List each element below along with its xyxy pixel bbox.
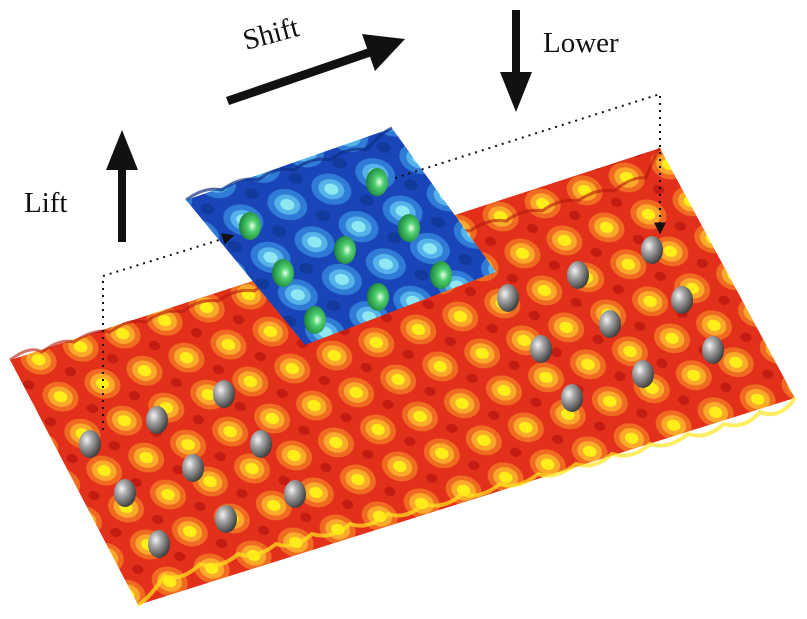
- gray-atom: [79, 430, 101, 458]
- gray-atom: [497, 284, 519, 312]
- gray-atoms: [79, 236, 724, 558]
- gray-atom: [671, 286, 693, 314]
- gray-atom: [148, 530, 170, 558]
- gray-atom: [250, 430, 272, 458]
- green-atom: [367, 283, 389, 311]
- gray-atom: [114, 479, 136, 507]
- gray-atom: [182, 454, 204, 482]
- lower-label: Lower: [543, 27, 619, 59]
- gray-atom: [632, 360, 654, 388]
- green-atom: [334, 236, 356, 264]
- green-atom: [239, 212, 261, 240]
- gray-atom: [567, 261, 589, 289]
- gray-atom: [215, 505, 237, 533]
- green-atoms: [239, 168, 452, 334]
- gray-atom: [146, 406, 168, 434]
- lower-arrow-icon: [500, 10, 532, 112]
- lift-arrow-icon: [106, 130, 138, 242]
- gray-atom: [284, 480, 306, 508]
- small-lattice-surface: [185, 126, 496, 345]
- green-atom: [398, 214, 420, 242]
- gray-atom: [702, 336, 724, 364]
- green-atom: [430, 261, 452, 289]
- gray-atom: [599, 310, 621, 338]
- green-atom: [366, 168, 388, 196]
- shift-arrow-icon: [226, 34, 405, 105]
- gray-atom: [530, 335, 552, 363]
- lift-label: Lift: [24, 187, 68, 219]
- gray-atom: [561, 384, 583, 412]
- dotted-transfer-path: [102, 92, 666, 430]
- green-atom: [304, 306, 326, 334]
- shift-label: Shift: [240, 11, 303, 57]
- gray-atom: [641, 236, 663, 264]
- gray-atom: [213, 380, 235, 408]
- green-atom: [272, 259, 294, 287]
